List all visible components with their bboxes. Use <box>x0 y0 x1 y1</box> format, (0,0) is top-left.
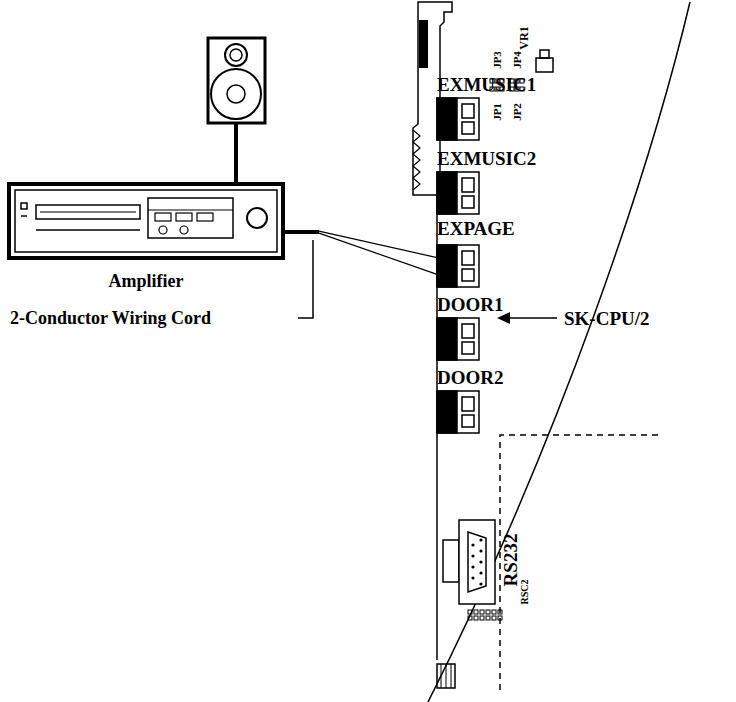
port-label: DOOR1 <box>437 295 504 314</box>
port-label: DOOR2 <box>437 368 504 387</box>
node-label: Amplifier <box>109 272 184 290</box>
leader-line <box>298 240 313 318</box>
board-label: SK-CPU/2 <box>564 309 650 328</box>
jumper-label: JP1 <box>492 103 503 121</box>
wiring-cord <box>283 231 437 274</box>
port-label: EXMUSIC2 <box>437 149 536 168</box>
jumper-label: JP3 <box>492 51 503 69</box>
circuit-board <box>413 2 690 702</box>
port-label: RS232 <box>501 534 520 587</box>
cord-label: 2-Conductor Wiring Cord <box>10 309 211 327</box>
part-label: VR1 <box>518 26 530 49</box>
port-label: EXMUSIC1 <box>437 75 536 94</box>
jumper-label: JP4 <box>512 51 523 69</box>
header-label: RSC2 <box>520 579 530 604</box>
connector-port: EXPAGE <box>437 245 479 287</box>
node-label: EXPAGE <box>437 219 515 238</box>
jumper-label: JP2 <box>512 103 523 121</box>
speaker <box>208 38 265 183</box>
amplifier <box>9 184 283 258</box>
amplifier-box: Amplifier <box>9 184 283 258</box>
